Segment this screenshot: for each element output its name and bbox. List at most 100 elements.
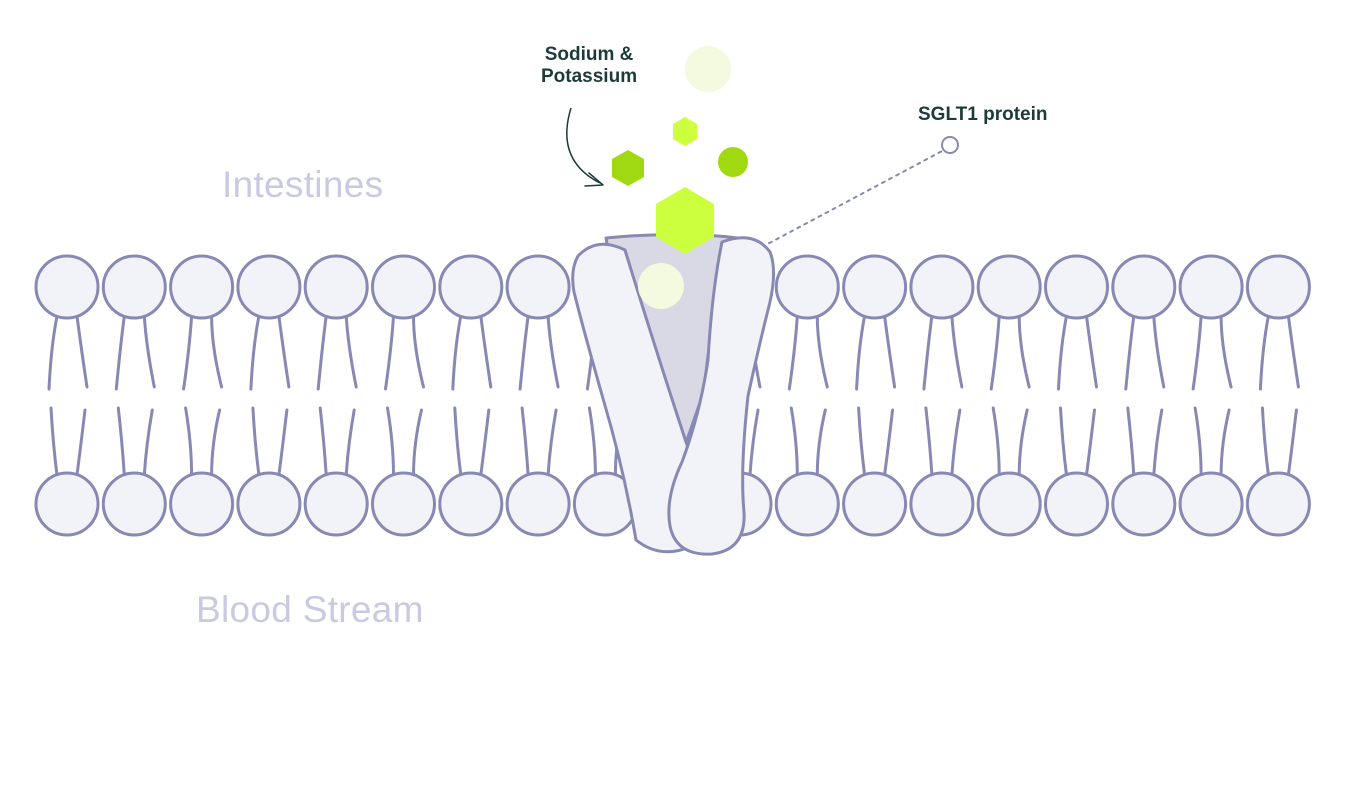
lipid-head (842, 254, 908, 320)
lipid-tail (518, 314, 530, 391)
lipid-head (371, 254, 436, 320)
sglt1-protein-label: SGLT1 protein (918, 104, 1048, 125)
lipid-tail (210, 408, 222, 477)
lipid-tail (989, 314, 1001, 391)
lipid-tail (815, 314, 829, 389)
ions-label: Sodium & Potassium (541, 44, 637, 88)
lipid-tail (815, 408, 827, 477)
curved-arrow-icon (566, 107, 601, 184)
lipid-tail (344, 314, 358, 389)
lipid-tail (924, 406, 934, 477)
lipid-tail (1260, 406, 1270, 477)
lipid-tail (47, 314, 59, 391)
lipid-head (169, 471, 235, 537)
lipid-head (34, 471, 100, 537)
lipid-tail (950, 314, 964, 389)
lipid-head (236, 254, 302, 320)
lipid-head (1044, 471, 1109, 537)
lipid-tail (991, 406, 1001, 477)
lipid-tail (1219, 314, 1233, 389)
lipid-tail (251, 406, 261, 477)
lipid-tail (1057, 314, 1068, 391)
lipid-head (505, 254, 571, 320)
green-hexagon-ion (612, 150, 644, 186)
lipid-head (303, 254, 369, 320)
lipid-tail (116, 406, 126, 477)
blood-stream-label: Blood Stream (196, 589, 424, 630)
lipid-tail (1124, 314, 1136, 391)
arrow-head-icon (584, 172, 604, 187)
lipid-tail (1085, 314, 1098, 389)
lipid-tail (1286, 408, 1298, 477)
lipid-tail (277, 314, 291, 389)
lipid-tail (386, 406, 395, 477)
lipid-tail (1126, 406, 1136, 477)
lipid-head (1044, 254, 1109, 320)
lipid-tail (479, 314, 493, 389)
lipid-head (169, 254, 235, 320)
ions-label-line-1: Sodium & (544, 44, 634, 65)
lipid-tail (182, 314, 194, 391)
lipid-head (842, 471, 908, 537)
lipid-tail (453, 406, 463, 477)
pale-ion-in-channel (638, 263, 684, 309)
lipid-tail (922, 314, 934, 391)
lipid-head (909, 254, 975, 320)
lipid-tail (1152, 408, 1164, 477)
lipid-tail (1193, 406, 1203, 477)
lipid-tail (479, 408, 491, 477)
lipid-tail (748, 408, 760, 477)
lipid-head (774, 254, 840, 320)
lipid-tail (114, 314, 126, 391)
lipid-head (1178, 254, 1244, 320)
lipid-tail (318, 406, 328, 477)
lipid-tail (855, 314, 867, 391)
lipid-head (1245, 471, 1311, 537)
lipid-tail (1286, 314, 1300, 389)
lipid-tail (49, 406, 59, 477)
lipid-tail (520, 406, 530, 477)
lipid-tail (1152, 314, 1166, 389)
lipid-head (976, 254, 1042, 320)
protein-right-helix (667, 236, 775, 556)
lipid-head (774, 471, 840, 537)
protein-left-helix (571, 242, 708, 554)
lipid-tail (75, 314, 89, 389)
lipid-tail (1017, 314, 1031, 389)
lipid-head (976, 471, 1042, 537)
lipid-tail (883, 408, 895, 477)
lipid-head (303, 471, 369, 537)
lipid-head (438, 254, 504, 320)
lipid-tail (142, 408, 154, 477)
lipid-tail (142, 314, 156, 389)
protein-leader-line (761, 149, 945, 248)
lipid-tail (184, 406, 194, 477)
lipid-head (34, 254, 100, 320)
lipid-tail (1085, 408, 1096, 477)
lipid-tail (412, 314, 425, 389)
lipid-tail (883, 314, 897, 389)
lipid-tail (451, 314, 463, 391)
lipid-tail (787, 314, 799, 391)
lipid-tail (1017, 408, 1029, 477)
protein-marker-circle (941, 136, 959, 154)
small-lime-hexagon-ion (673, 117, 697, 146)
lipid-head (438, 471, 504, 537)
lipid-tail (316, 314, 328, 391)
lipid-tail (950, 408, 962, 477)
green-ion-circle (718, 147, 748, 177)
ions-label-line-2: Potassium (541, 66, 638, 87)
lipid-head (909, 471, 975, 537)
lipid-head (1245, 254, 1311, 320)
large-lime-hexagon-ion (656, 187, 714, 254)
lipid-head (1111, 471, 1177, 537)
lipid-head (101, 471, 167, 537)
lipid-tail (789, 406, 799, 477)
lipid-tail (384, 314, 395, 391)
lipid-tail (249, 314, 261, 391)
lipid-tail (1258, 314, 1270, 391)
intestines-label: Intestines (222, 164, 384, 205)
lipid-head (101, 254, 167, 320)
lipid-head (371, 471, 436, 537)
